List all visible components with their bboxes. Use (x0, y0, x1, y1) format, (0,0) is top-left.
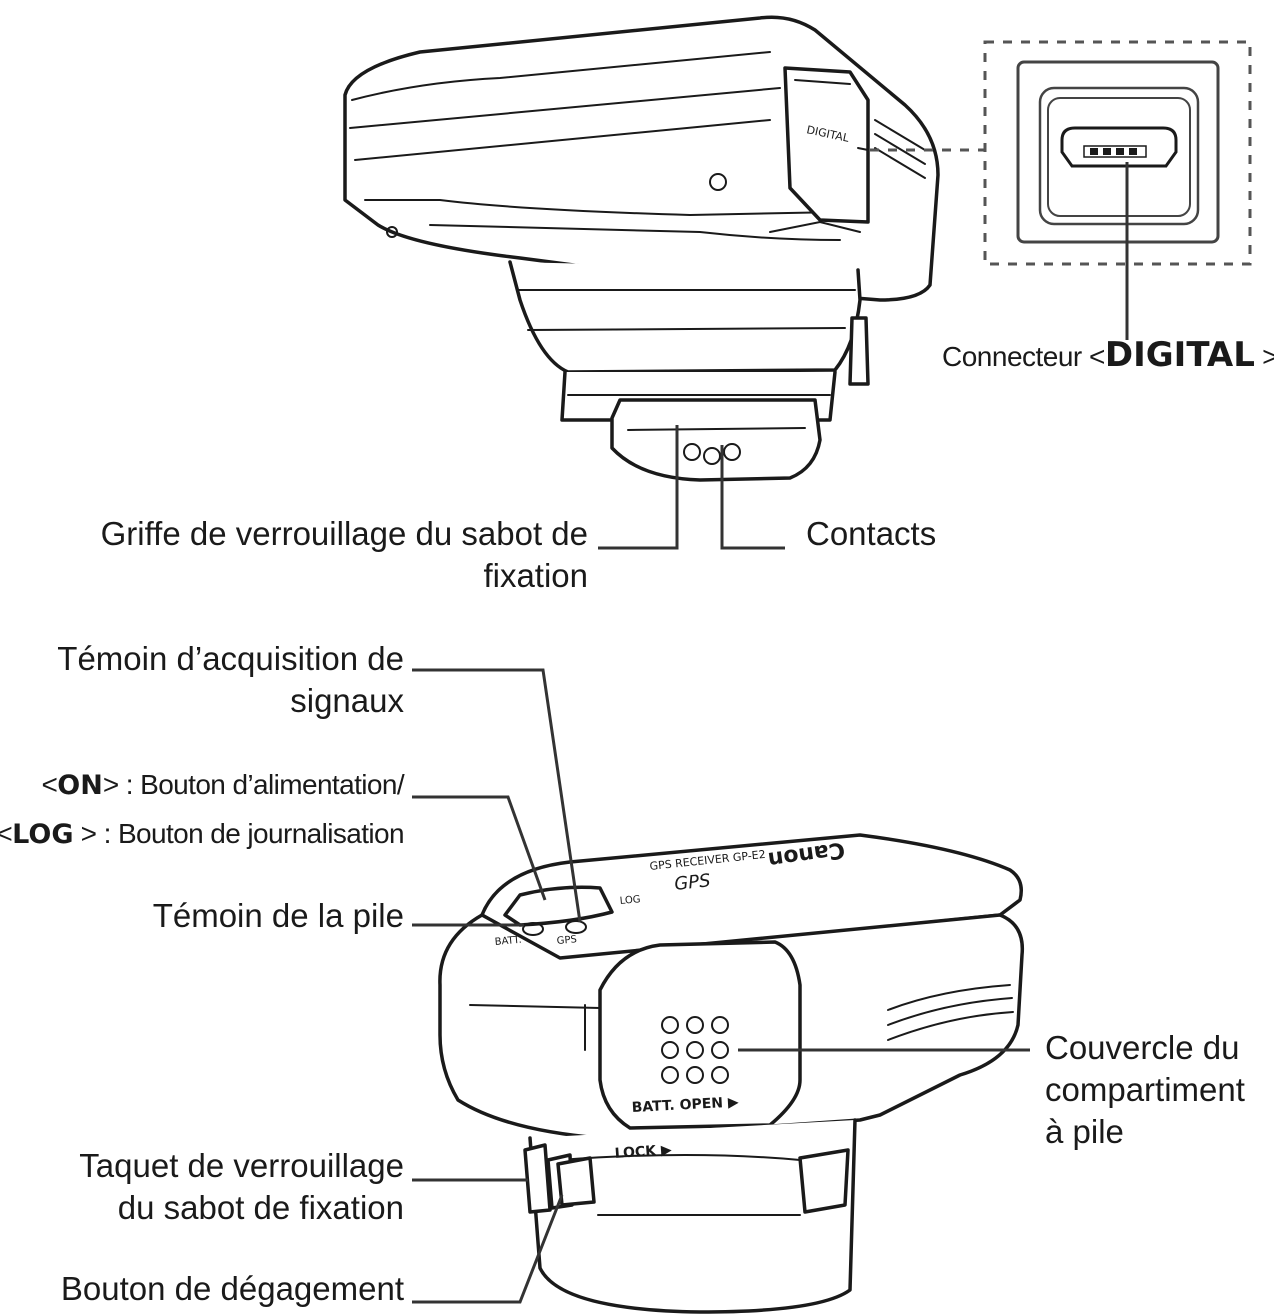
label-on-log: <ON> : Bouton d’alimentation/ <LOG > : B… (0, 768, 404, 852)
temoin-pile-text: Témoin de la pile (153, 897, 404, 934)
taquet-line2: du sabot de fixation (79, 1187, 404, 1229)
log-open: < (0, 818, 12, 849)
on-open: < (42, 769, 58, 800)
receiver-top-view: DIGITAL (345, 17, 938, 480)
couvercle-line2: compartiment (1045, 1069, 1245, 1111)
log-rest: > : Bouton de journalisation (73, 818, 404, 849)
on-line: <ON> : Bouton d’alimentation/ (0, 768, 404, 803)
log-word: LOG (12, 819, 73, 850)
digital-suffix: > (1255, 341, 1274, 372)
contacts-text: Contacts (806, 515, 936, 552)
griffe-line1: Griffe de verrouillage du sabot de (101, 513, 588, 555)
couvercle-line3: à pile (1045, 1111, 1245, 1153)
label-couvercle: Couvercle du compartiment à pile (1045, 1027, 1245, 1153)
label-griffe: Griffe de verrouillage du sabot de fixat… (101, 513, 588, 597)
taquet-line1: Taquet de verrouillage (79, 1145, 404, 1187)
couvercle-line1: Couvercle du (1045, 1027, 1245, 1069)
label-bouton-degagement: Bouton de dégagement (61, 1268, 404, 1310)
gps-brand-marking: GPS (673, 870, 711, 895)
temoin-acq-line2: signaux (57, 680, 404, 722)
digital-word: DIGITAL (1105, 335, 1255, 375)
label-contacts: Contacts (806, 513, 936, 555)
temoin-acq-line1: Témoin d’acquisition de (57, 638, 404, 680)
digital-prefix: Connecteur < (942, 341, 1105, 372)
log-small-marking: LOG (619, 894, 641, 907)
griffe-line2: fixation (101, 555, 588, 597)
receiver-front-view: BATT. GPS LOG Canon GPS RECEIVER GP-E2 G… (440, 835, 1022, 1312)
batt-marking: BATT. (494, 935, 522, 948)
label-temoin-pile: Témoin de la pile (153, 895, 404, 937)
log-line: <LOG > : Bouton de journalisation (0, 817, 404, 852)
gps-small-marking: GPS (556, 934, 577, 947)
on-word: ON (57, 770, 103, 801)
label-taquet: Taquet de verrouillage du sabot de fixat… (79, 1145, 404, 1229)
label-digital-connector: Connecteur <DIGITAL > (942, 334, 1274, 378)
on-rest: > : Bouton d’alimentation/ (103, 769, 404, 800)
bouton-degagement-text: Bouton de dégagement (61, 1270, 404, 1307)
label-temoin-acquisition: Témoin d’acquisition de signaux (57, 638, 404, 722)
